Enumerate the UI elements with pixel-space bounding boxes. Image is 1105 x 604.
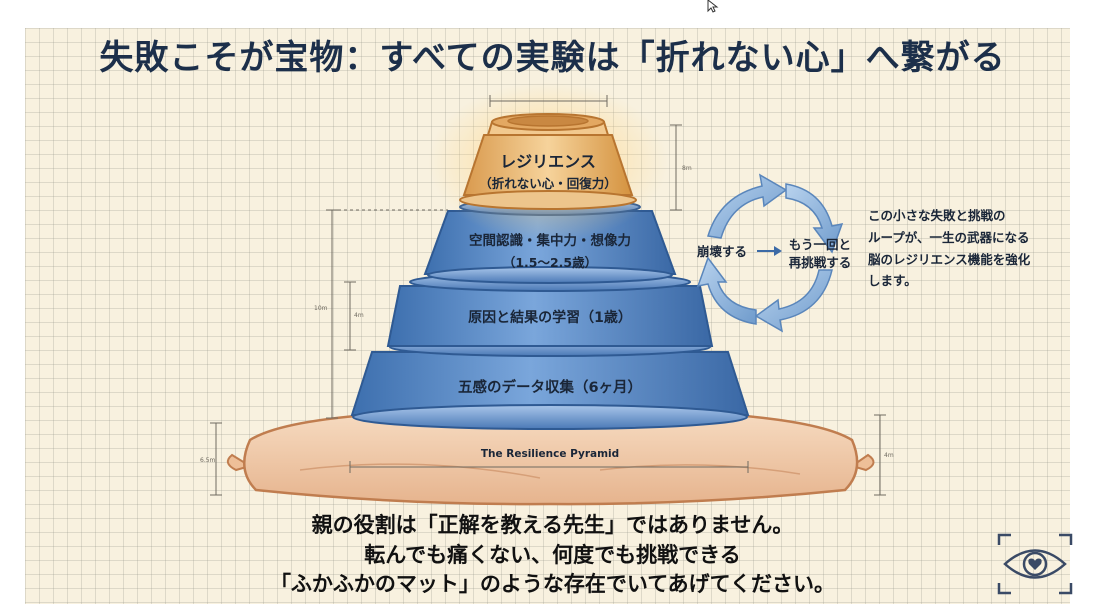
dimension-lines	[210, 95, 886, 496]
cycle-arrows-icon	[696, 173, 844, 333]
top-tier-label: レジリエンス	[500, 152, 596, 171]
note-line-3: 脳のレジリエンス機能を強化	[868, 252, 1031, 267]
tier-2-label: 原因と結果の学習（1歳）	[468, 309, 632, 326]
cycle-retry-label-1: もう一回と	[789, 237, 851, 252]
note-line-1: この小さな失敗と挑戦の	[868, 208, 1006, 223]
dim-top-height: 8m	[682, 165, 692, 172]
dim-left-height: 10m	[314, 305, 328, 312]
dim-base-left: 6.5m	[200, 457, 216, 464]
dim-mid-height: 4m	[354, 312, 364, 319]
note-line-2: ループが、一生の武器になる	[868, 230, 1030, 245]
dim-base-right: 4m	[884, 452, 894, 459]
cycle-collapse-label: 崩壊する	[697, 244, 747, 259]
caption-line-3: 「ふかふかのマット」のような存在でいてあげてください。	[269, 572, 836, 596]
base-label: The Resilience Pyramid	[481, 448, 619, 460]
eye-heart-icon	[997, 533, 1073, 595]
cursor-icon	[707, 0, 719, 13]
caption-line-1: 親の役割は「正解を教える先生」ではありません。	[311, 513, 794, 537]
cycle-retry-label-2: 再挑戦する	[789, 255, 852, 270]
cycle-center-arrow	[757, 246, 782, 256]
caption-line-2: 転んでも痛くない、何度でも挑戦できる	[364, 543, 741, 567]
tier-3-label: 空間認識・集中力・想像力	[469, 232, 631, 249]
note-line-4: します。	[868, 273, 917, 288]
page-title: 失敗こそが宝物：すべての実験は「折れない心」へ繋がる	[99, 38, 1006, 78]
tier-top	[428, 82, 668, 242]
top-tier-sublabel: （折れない心・回復力）	[479, 176, 617, 191]
tier-1-label: 五感のデータ収集（6ヶ月）	[458, 378, 642, 396]
tier-3-sublabel: （1.5〜2.5歳）	[503, 255, 597, 270]
